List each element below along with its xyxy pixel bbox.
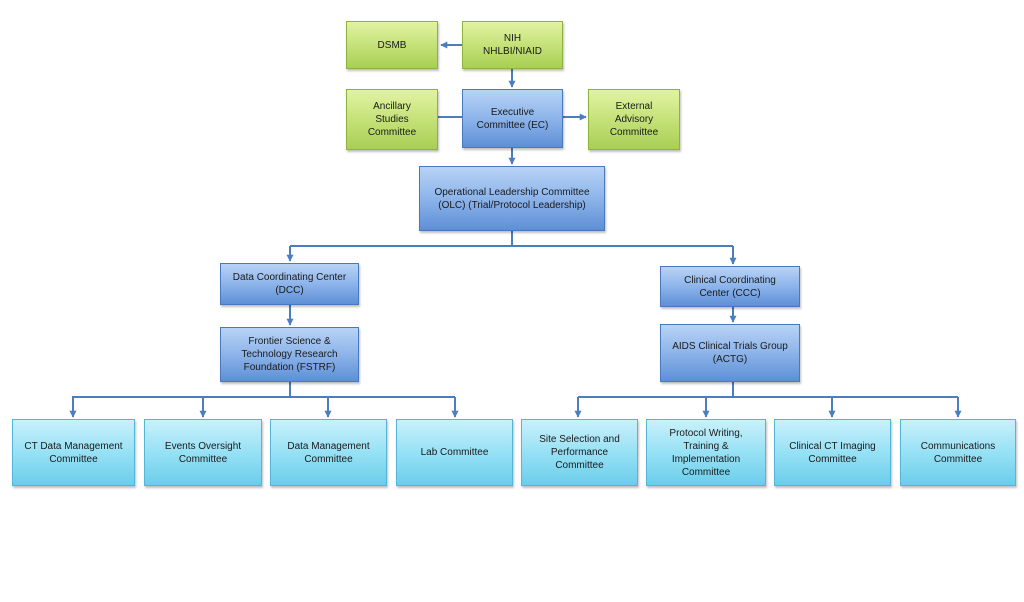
clinical-ct-imaging-box: Clinical CT Imaging Committee bbox=[774, 419, 891, 486]
site-selection-box: Site Selection and Performance Committee bbox=[521, 419, 638, 486]
connector-fstrf-bus bbox=[72, 382, 291, 416]
lab-committee-box: Lab Committee bbox=[396, 419, 513, 486]
events-oversight-box: Events Oversight Committee bbox=[144, 419, 262, 486]
dcc-box: Data Coordinating Center (DCC) bbox=[220, 263, 359, 305]
communications-box: Communications Committee bbox=[900, 419, 1016, 486]
ct-data-management-box: CT Data Management Committee bbox=[12, 419, 135, 486]
ancillary-studies-box: Ancillary Studies Committee bbox=[346, 89, 438, 150]
olc-box: Operational Leadership Committee (OLC) (… bbox=[419, 166, 605, 231]
nih-box: NIH NHLBI/NIAID bbox=[462, 21, 563, 69]
ccc-box: Clinical Coordinating Center (CCC) bbox=[660, 266, 800, 307]
dsmb-box: DSMB bbox=[346, 21, 438, 69]
external-advisory-box: External Advisory Committee bbox=[588, 89, 680, 150]
actg-box: AIDS Clinical Trials Group (ACTG) bbox=[660, 324, 800, 382]
data-management-box: Data Management Committee bbox=[270, 419, 387, 486]
connector-actg-bus bbox=[578, 382, 734, 398]
executive-committee-box: Executive Committee (EC) bbox=[462, 89, 563, 148]
connector-olc-split bbox=[290, 231, 513, 247]
fstrf-box: Frontier Science & Technology Research F… bbox=[220, 327, 359, 382]
protocol-writing-box: Protocol Writing, Training & Implementat… bbox=[646, 419, 766, 486]
